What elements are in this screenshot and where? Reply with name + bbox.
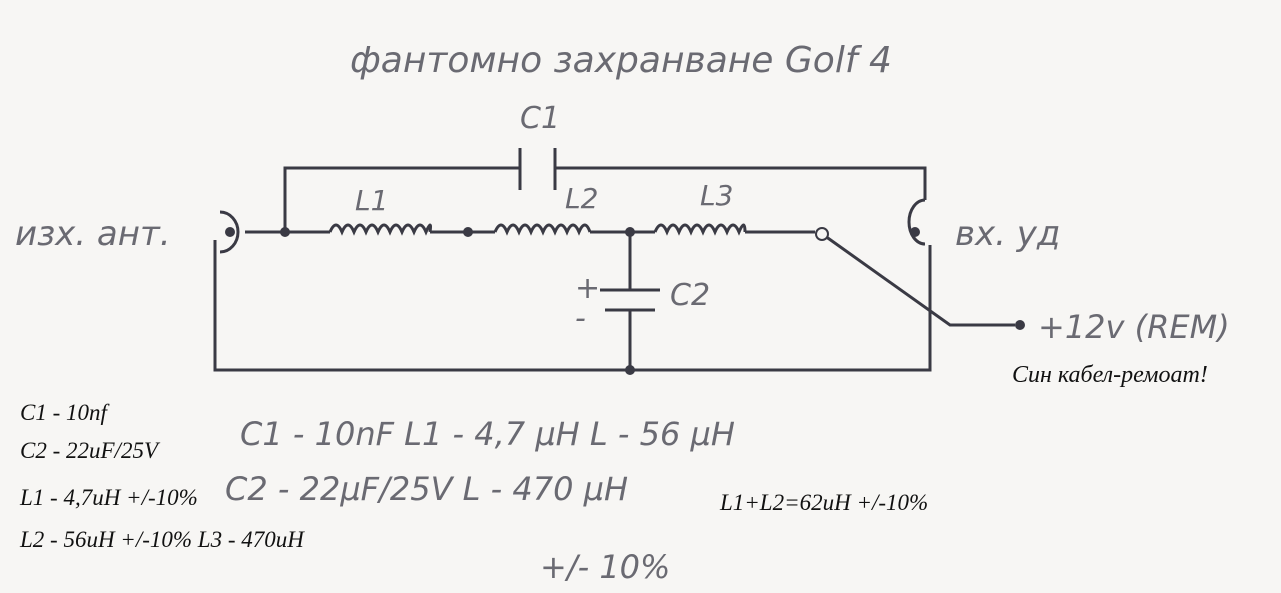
node [625, 227, 635, 237]
l1-coil [328, 223, 432, 236]
l3-coil [653, 223, 747, 236]
power-terminal [1015, 320, 1025, 330]
output-connector [219, 210, 240, 254]
note: Син кабел-ремоат! [1012, 362, 1208, 388]
title: фантомно захранване Golf 4 [350, 40, 892, 81]
l1-label: L1 [355, 184, 388, 217]
node [280, 227, 290, 237]
connector-center [225, 227, 235, 237]
minus-label: - [575, 301, 586, 336]
plus-label: + [575, 271, 600, 306]
power-label: +12v (REM) [1038, 308, 1230, 346]
sum-note: L1+L2=62uH +/-10% [720, 490, 929, 515]
spec-c2: C2 - 22uF/25V [20, 438, 158, 463]
spec-l2-l3: L2 - 56uH +/-10% L3 - 470uH [20, 527, 304, 552]
handwritten-values-3: +/- 10% [540, 548, 670, 586]
l2-coil [493, 223, 592, 236]
l3-label: L3 [700, 179, 733, 212]
c1-label: C1 [520, 101, 560, 136]
wires [213, 148, 1015, 372]
connector-center [910, 227, 920, 237]
node [463, 227, 473, 237]
spec-l1: L1 - 4,7uH +/-10% [20, 485, 198, 510]
c2-label: C2 [670, 278, 710, 313]
l2-label: L2 [565, 182, 598, 215]
spec-c1: C1 - 10nf [20, 400, 107, 425]
output-label: изх. ант. [15, 214, 171, 254]
input-connector [907, 198, 926, 246]
ground-wire [213, 240, 932, 372]
node [625, 365, 635, 375]
bypass-wire [283, 166, 927, 232]
handwritten-values-1: C1 - 10nF L1 - 4,7 µH L - 56 µH [240, 415, 735, 453]
switch-wire [824, 234, 1015, 327]
switch-terminal [815, 227, 829, 241]
input-label: вх. уд [955, 214, 1060, 254]
handwritten-values-2: C2 - 22µF/25V L - 470 µH [225, 470, 628, 508]
